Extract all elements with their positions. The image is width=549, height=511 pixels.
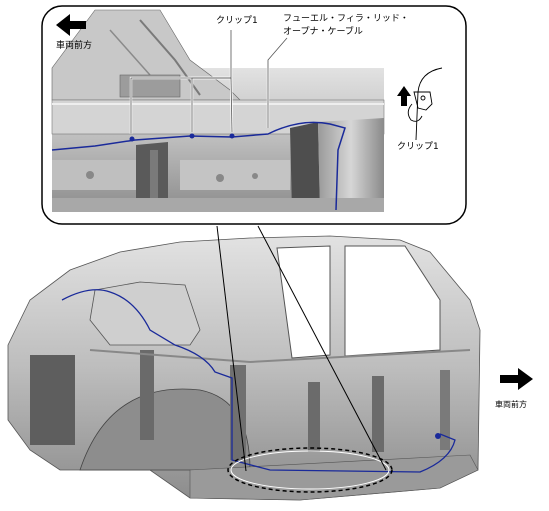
cable-route-detail xyxy=(51,121,346,211)
arrow-right-icon xyxy=(500,368,533,390)
clip-label-top: クリップ1 xyxy=(216,16,258,26)
detail-highlight-ellipse xyxy=(227,447,393,493)
cable-label-line1: フューエル・フィラ・リッド・ xyxy=(283,14,409,24)
arrow-up-icon xyxy=(397,86,411,106)
cable-label-line2: オープナ・ケーブル xyxy=(283,27,363,37)
detail-view xyxy=(51,9,385,212)
body-side-structure xyxy=(7,235,481,501)
cable-end-connector xyxy=(435,433,441,439)
front-direction-label-top: 車両前方 xyxy=(56,41,93,51)
callout-leader-right xyxy=(257,225,387,471)
front-direction-label-right: 車両前方 xyxy=(495,400,527,409)
arrow-left-icon xyxy=(56,14,86,36)
cable-route-lower xyxy=(61,289,456,473)
clip-label-side: クリップ1 xyxy=(397,142,439,152)
callout-leader-left xyxy=(216,225,247,472)
clip-icon xyxy=(407,67,443,141)
